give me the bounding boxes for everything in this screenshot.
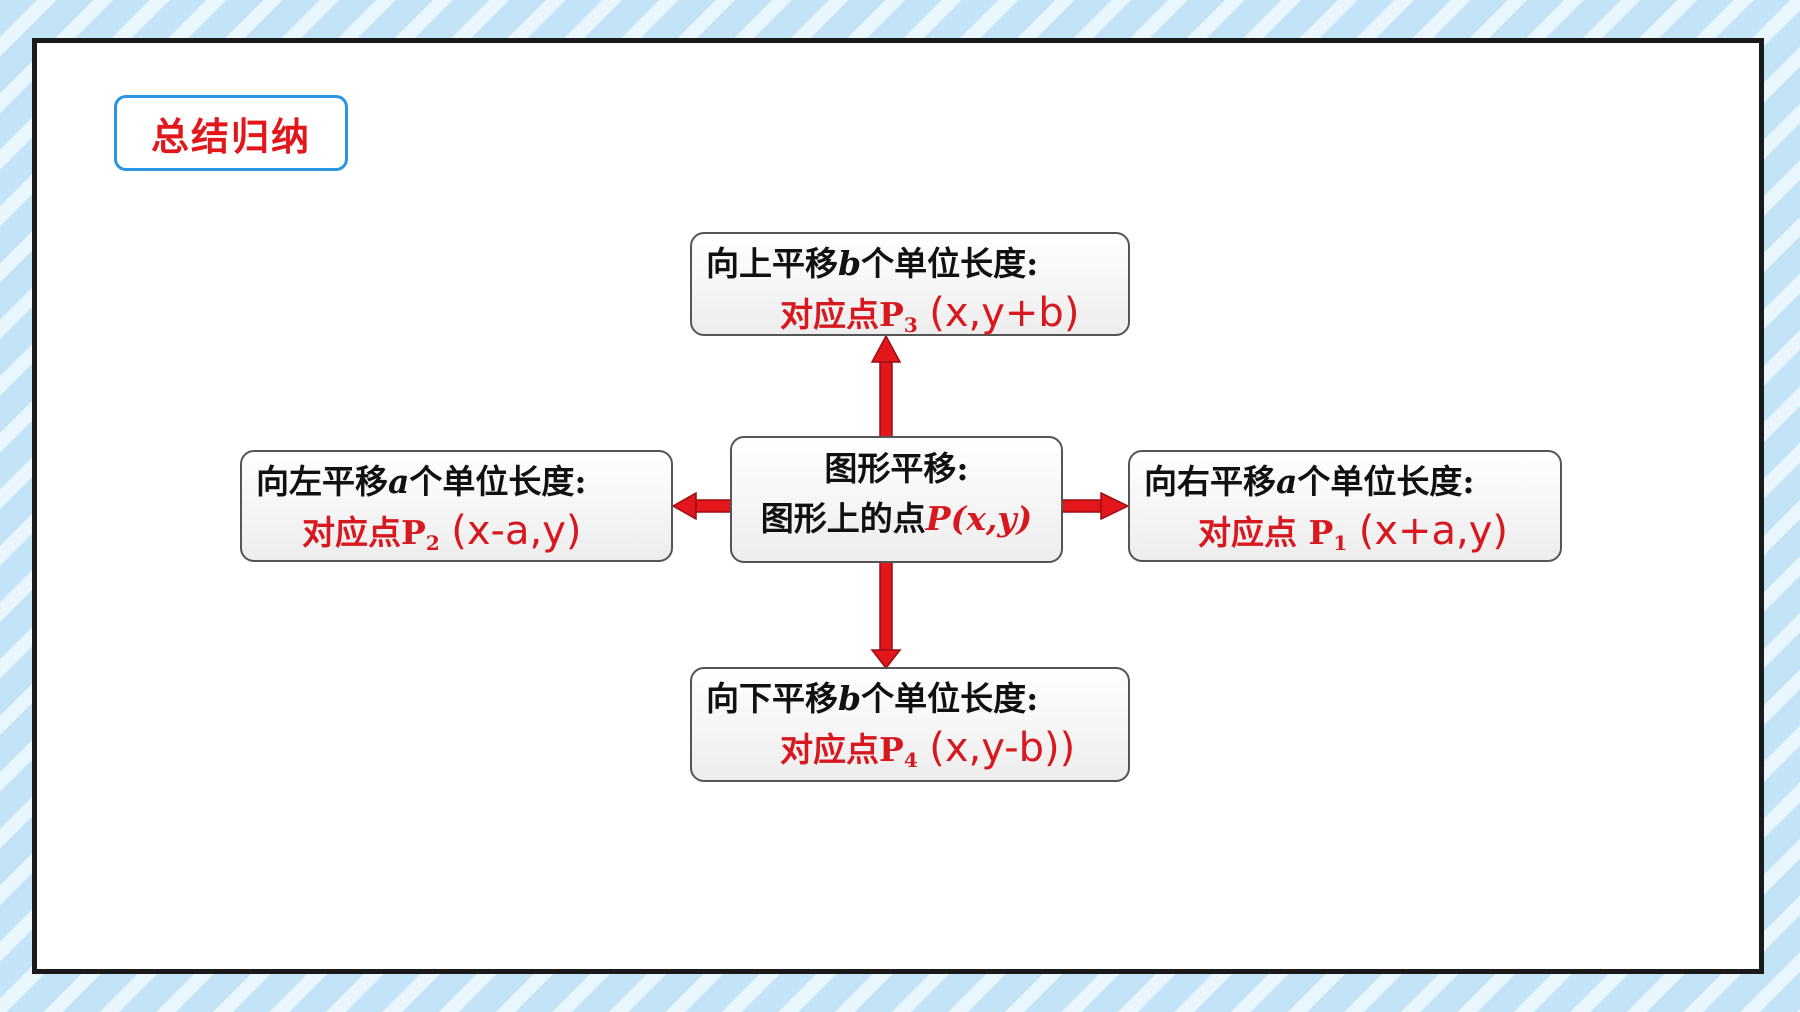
translate-right-box: 向右平移a个单位长度: 对应点 P1 (x+a,y) bbox=[1128, 450, 1562, 562]
center-point-line: 图形上的点P(x,y) bbox=[740, 494, 1053, 544]
down-coord: (x,y-b)) bbox=[929, 725, 1076, 771]
arrow-right bbox=[1060, 491, 1130, 521]
down-direction: 向下平移 bbox=[706, 679, 838, 718]
left-point-label: 对应点P bbox=[302, 513, 426, 552]
translate-down-box: 向下平移b个单位长度: 对应点P4 (x,y-b)) bbox=[690, 667, 1130, 782]
translation-center-box: 图形平移: 图形上的点P(x,y) bbox=[730, 436, 1063, 563]
translate-left-heading: 向左平移a个单位长度: bbox=[256, 458, 657, 506]
translate-left-box: 向左平移a个单位长度: 对应点P2 (x-a,y) bbox=[240, 450, 673, 562]
summary-badge: 总结归纳 bbox=[114, 95, 348, 171]
right-amount: a bbox=[1276, 462, 1298, 501]
center-point: P(x,y) bbox=[925, 499, 1033, 538]
arrow-left bbox=[671, 491, 733, 521]
arrow-down bbox=[870, 560, 902, 670]
arrow-up bbox=[870, 334, 902, 441]
translate-up-heading: 向上平移b个单位长度: bbox=[706, 240, 1114, 288]
translate-up-result: 对应点P3 (x,y+b) bbox=[706, 288, 1114, 350]
left-direction: 向左平移 bbox=[256, 462, 388, 501]
left-unit: 个单位长度: bbox=[409, 462, 587, 501]
right-point-label: 对应点 P bbox=[1198, 513, 1334, 552]
center-line-prefix: 图形上的点 bbox=[760, 499, 926, 538]
up-point-subscript: 3 bbox=[903, 313, 918, 337]
down-unit: 个单位长度: bbox=[861, 679, 1039, 718]
up-unit: 个单位长度: bbox=[861, 244, 1039, 283]
left-coord: (x-a,y) bbox=[451, 508, 582, 554]
translate-right-result: 对应点 P1 (x+a,y) bbox=[1144, 506, 1546, 568]
up-point-label: 对应点P bbox=[780, 295, 904, 334]
right-point-subscript: 1 bbox=[1333, 531, 1348, 555]
translate-down-heading: 向下平移b个单位长度: bbox=[706, 675, 1114, 723]
translate-up-box: 向上平移b个单位长度: 对应点P3 (x,y+b) bbox=[690, 232, 1130, 337]
up-coord: (x,y+b) bbox=[929, 290, 1080, 336]
translate-down-result: 对应点P4 (x,y-b)) bbox=[706, 723, 1114, 785]
translate-left-result: 对应点P2 (x-a,y) bbox=[256, 506, 657, 568]
left-amount: a bbox=[388, 462, 410, 501]
up-amount: b bbox=[838, 244, 862, 283]
left-point-subscript: 2 bbox=[425, 531, 440, 555]
up-direction: 向上平移 bbox=[706, 244, 838, 283]
right-unit: 个单位长度: bbox=[1297, 462, 1475, 501]
down-point-label: 对应点P bbox=[780, 730, 904, 769]
right-direction: 向右平移 bbox=[1144, 462, 1276, 501]
right-coord: (x+a,y) bbox=[1358, 508, 1509, 554]
down-point-subscript: 4 bbox=[903, 748, 918, 772]
down-amount: b bbox=[838, 679, 862, 718]
center-title: 图形平移: bbox=[824, 449, 969, 488]
translate-right-heading: 向右平移a个单位长度: bbox=[1144, 458, 1546, 506]
